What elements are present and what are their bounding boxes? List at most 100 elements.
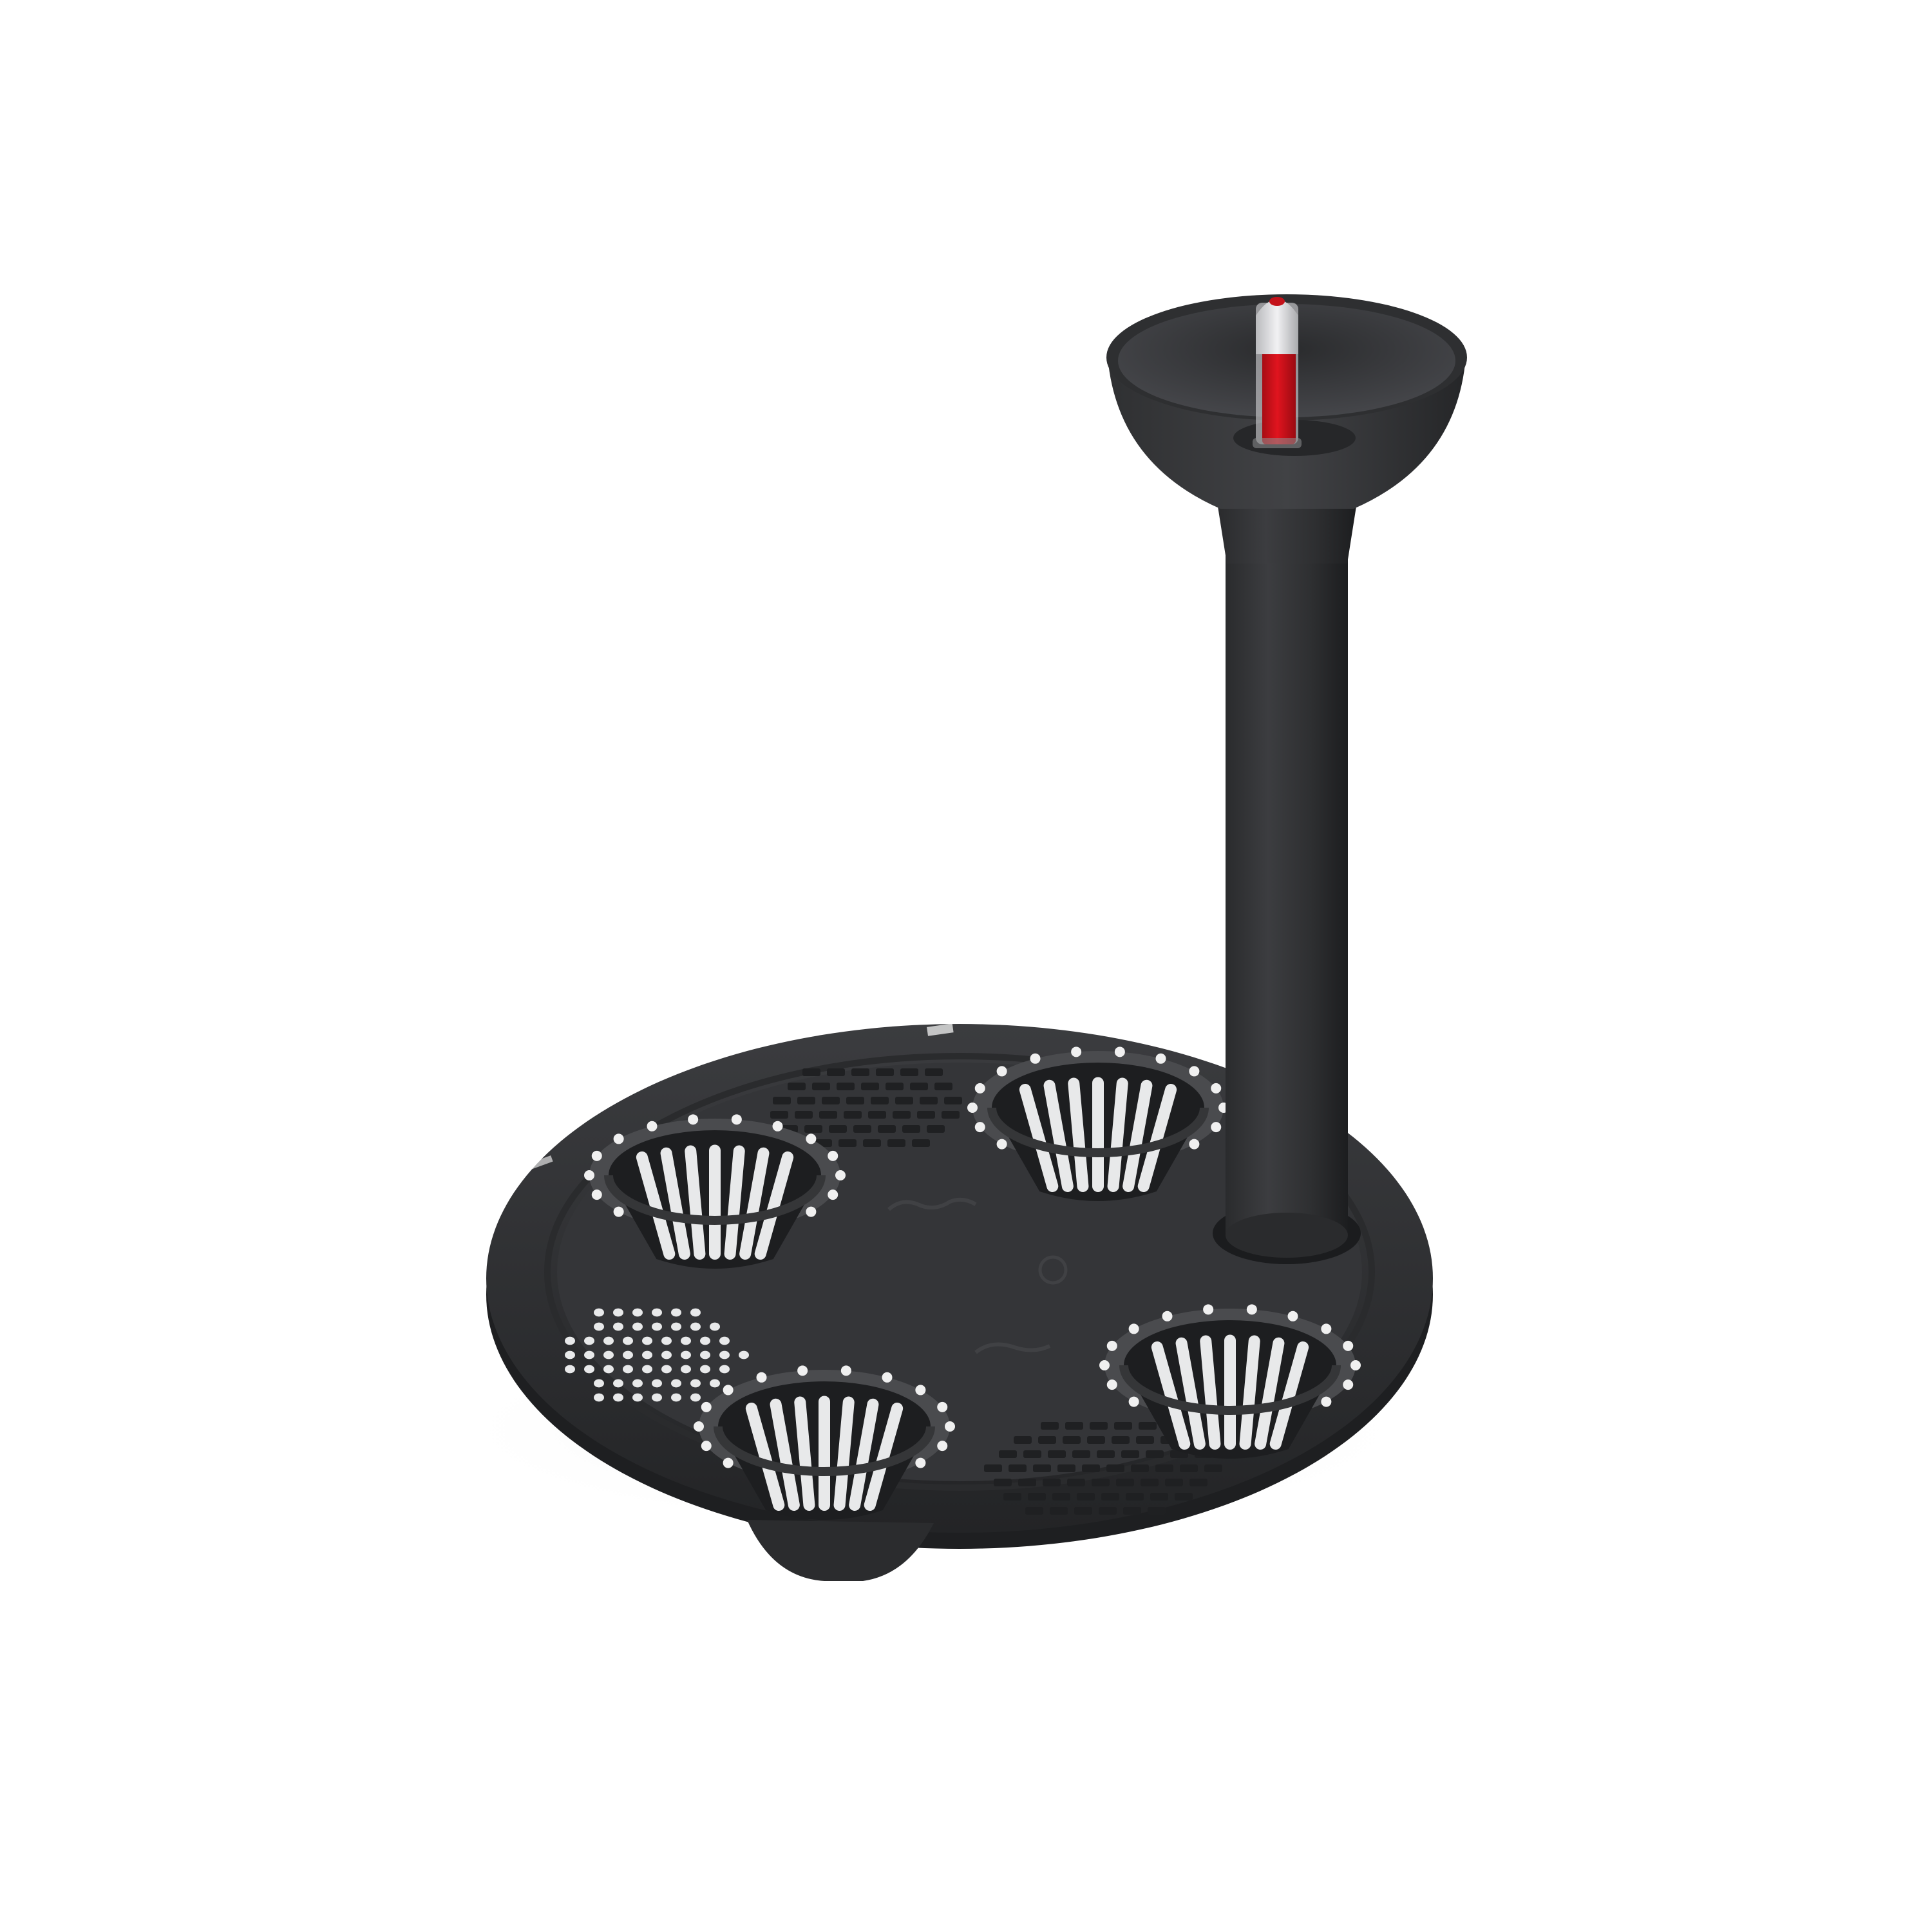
perforation-hole xyxy=(623,1365,633,1374)
perforation-hole xyxy=(671,1322,681,1331)
perforation-hole xyxy=(594,1379,604,1388)
perforation-slot xyxy=(1116,1479,1134,1486)
perforation-slot xyxy=(846,1097,864,1104)
perforation-hole xyxy=(594,1393,604,1402)
perforation-slot xyxy=(795,1111,813,1119)
perforation-slot xyxy=(886,1083,904,1090)
perforation-slot xyxy=(1131,1464,1149,1472)
embossed-marks xyxy=(887,1197,1068,1354)
perforation-slot xyxy=(863,1139,881,1147)
perforation-hole xyxy=(719,1336,730,1345)
perforation-hole xyxy=(584,1336,594,1345)
perforation-slot xyxy=(822,1097,840,1104)
perforation-slot xyxy=(925,1068,943,1076)
perforation-slot xyxy=(1050,1507,1068,1515)
perforation-slot xyxy=(1090,1422,1108,1430)
root-baskets xyxy=(584,1046,1361,1520)
perforation-slot xyxy=(910,1083,928,1090)
perforation-slot xyxy=(1148,1507,1166,1515)
perforation-slot xyxy=(887,1139,905,1147)
perforation-slot xyxy=(1025,1507,1043,1515)
perforation-hole xyxy=(565,1336,575,1345)
perforation-hole xyxy=(594,1308,604,1317)
perforation-slot xyxy=(1028,1493,1046,1501)
water-level-indicator xyxy=(1253,297,1302,448)
perforation-hole xyxy=(652,1379,662,1388)
perforation-slot xyxy=(1189,1479,1208,1486)
root-basket xyxy=(694,1365,955,1520)
perforation-slot xyxy=(1139,1422,1157,1430)
perforation-slot xyxy=(1087,1436,1105,1444)
perforation-slot xyxy=(1123,1507,1141,1515)
root-basket xyxy=(967,1046,1229,1201)
perforation-slot xyxy=(1018,1479,1036,1486)
perforation-slot xyxy=(1092,1479,1110,1486)
perforation-slot xyxy=(1074,1507,1092,1515)
perforation-hole xyxy=(603,1336,614,1345)
perforation-hole xyxy=(623,1350,633,1359)
perforation-slot xyxy=(1175,1493,1193,1501)
perforation-hole xyxy=(623,1336,633,1345)
perforation-hole xyxy=(613,1379,623,1388)
perforation-slot xyxy=(984,1464,1002,1472)
indicator-float-red xyxy=(1262,348,1296,444)
perforation-slot xyxy=(1038,1436,1056,1444)
perforation-hole xyxy=(719,1365,730,1374)
perforation-slot xyxy=(844,1111,862,1119)
perforation-hole xyxy=(642,1350,652,1359)
rim-notch xyxy=(1384,1408,1410,1425)
perforation-slot xyxy=(994,1479,1012,1486)
perforation-slot xyxy=(912,1139,930,1147)
water-tube xyxy=(1213,502,1361,1264)
perforation-hole xyxy=(603,1350,614,1359)
perforation-slot xyxy=(827,1068,845,1076)
perforation-hole xyxy=(671,1379,681,1388)
perforation-slot xyxy=(1165,1479,1183,1486)
perforation-hole xyxy=(671,1393,681,1402)
perforation-slot xyxy=(893,1111,911,1119)
perforation-slot xyxy=(1057,1464,1075,1472)
perforation-slot xyxy=(1141,1479,1159,1486)
perforation-hole xyxy=(681,1365,691,1374)
perforation-slot xyxy=(920,1097,938,1104)
perforation-slot xyxy=(837,1083,855,1090)
perforation-slot xyxy=(773,1097,791,1104)
perforation-slot xyxy=(1009,1464,1027,1472)
base-foot xyxy=(747,1520,934,1581)
perforation-hole xyxy=(642,1336,652,1345)
perforation-slot xyxy=(876,1068,894,1076)
perforation-slot xyxy=(1150,1493,1168,1501)
perforation-hole xyxy=(681,1336,691,1345)
perforation-hole xyxy=(584,1365,594,1374)
perforation-hole xyxy=(565,1365,575,1374)
perforation-hole xyxy=(690,1393,701,1402)
perforation-hole xyxy=(632,1322,643,1331)
perforation-slot xyxy=(902,1125,920,1133)
perforation-slot xyxy=(1048,1450,1066,1458)
perforation-hole xyxy=(681,1350,691,1359)
perforation-slot xyxy=(1114,1422,1132,1430)
perforation-slot xyxy=(853,1125,871,1133)
perforation-slot xyxy=(900,1068,918,1076)
perforation-slot xyxy=(871,1097,889,1104)
perforation-slot xyxy=(895,1097,913,1104)
rim-notch xyxy=(529,1155,553,1170)
perforation-hole xyxy=(594,1322,604,1331)
perforation-slot xyxy=(1077,1493,1095,1501)
perforation-slot xyxy=(1023,1450,1041,1458)
perforation-hole xyxy=(603,1365,614,1374)
perforation-slot xyxy=(1003,1493,1021,1501)
perforation-slot xyxy=(1065,1422,1083,1430)
perforation-hole xyxy=(710,1322,720,1331)
perforation-hole xyxy=(661,1365,672,1374)
perforation-slot xyxy=(861,1083,879,1090)
perforation-hole xyxy=(652,1322,662,1331)
perforation-slot xyxy=(868,1111,886,1119)
perforation-slot xyxy=(1052,1493,1070,1501)
root-basket xyxy=(1099,1304,1361,1459)
perforation-slot xyxy=(1180,1464,1198,1472)
perforation-slot xyxy=(819,1111,837,1119)
perforation-slot xyxy=(802,1068,820,1076)
perforation-hole xyxy=(584,1350,594,1359)
